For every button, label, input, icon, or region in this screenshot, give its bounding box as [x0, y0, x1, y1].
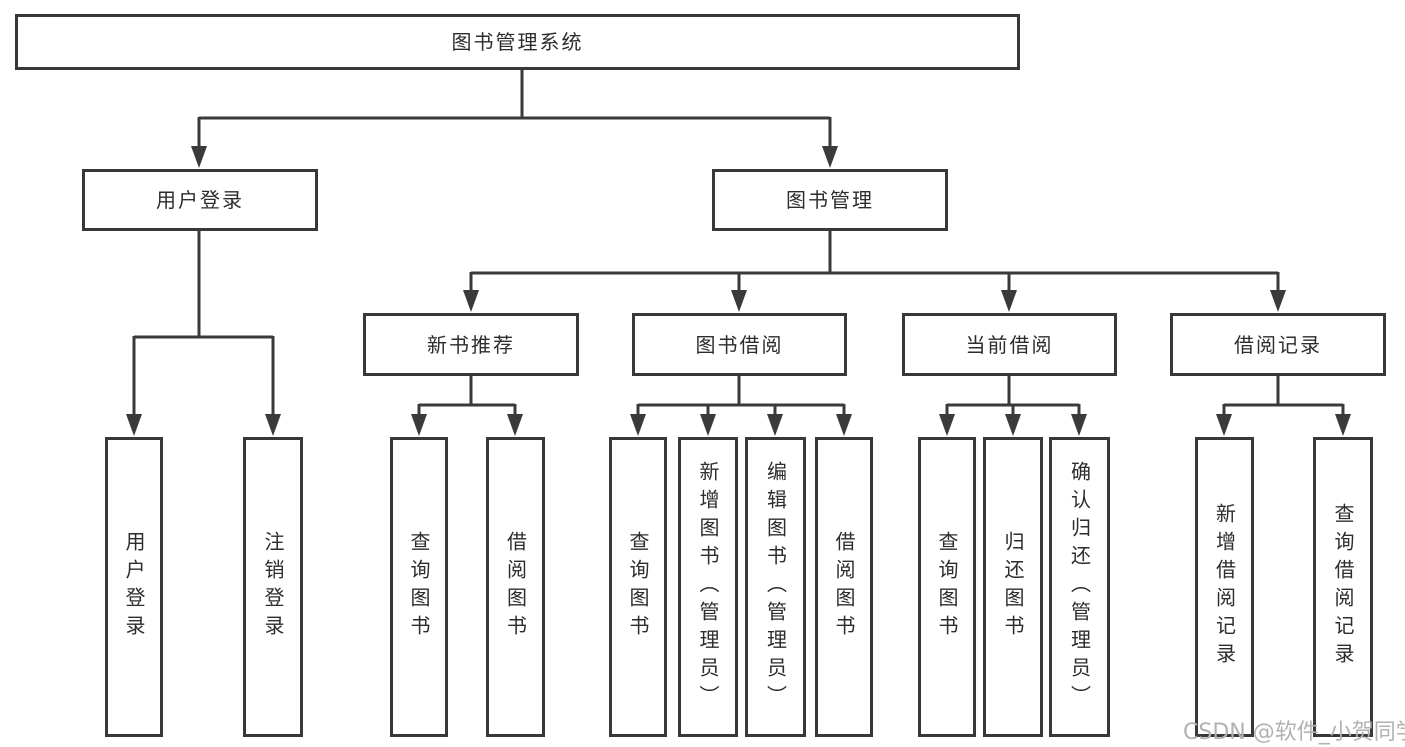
leaf-return-books: 归还图书	[983, 437, 1043, 737]
leaf-confirm-return-admin: 确认归还（管理员）	[1049, 437, 1110, 737]
node-current-borrow: 当前借阅	[902, 313, 1117, 376]
leaf-add-borrow-record: 新增借阅记录	[1195, 437, 1254, 737]
leaf-cur-query-books: 查询图书	[918, 437, 976, 737]
leaf-query-borrow-record: 查询借阅记录	[1313, 437, 1373, 737]
leaf-rec-query-books: 查询图书	[390, 437, 448, 737]
node-root: 图书管理系统	[15, 14, 1020, 70]
leaf-edit-book-admin: 编辑图书（管理员）	[745, 437, 806, 737]
node-new-book-recommend: 新书推荐	[363, 313, 579, 376]
arrowheads	[126, 146, 1351, 436]
node-borrow-records: 借阅记录	[1170, 313, 1386, 376]
leaf-borrow-query-books: 查询图书	[609, 437, 667, 737]
leaf-logout: 注销登录	[243, 437, 303, 737]
leaf-borrow-books: 借阅图书	[815, 437, 873, 737]
node-book-management: 图书管理	[712, 169, 948, 231]
leaf-user-login: 用户登录	[105, 437, 163, 737]
leaf-add-book-admin: 新增图书（管理员）	[678, 437, 738, 737]
leaf-rec-borrow-books: 借阅图书	[486, 437, 545, 737]
csdn-watermark: CSDN @软件_小贺同学	[1183, 720, 1405, 745]
node-book-borrow: 图书借阅	[632, 313, 847, 376]
node-user-login: 用户登录	[82, 169, 318, 231]
